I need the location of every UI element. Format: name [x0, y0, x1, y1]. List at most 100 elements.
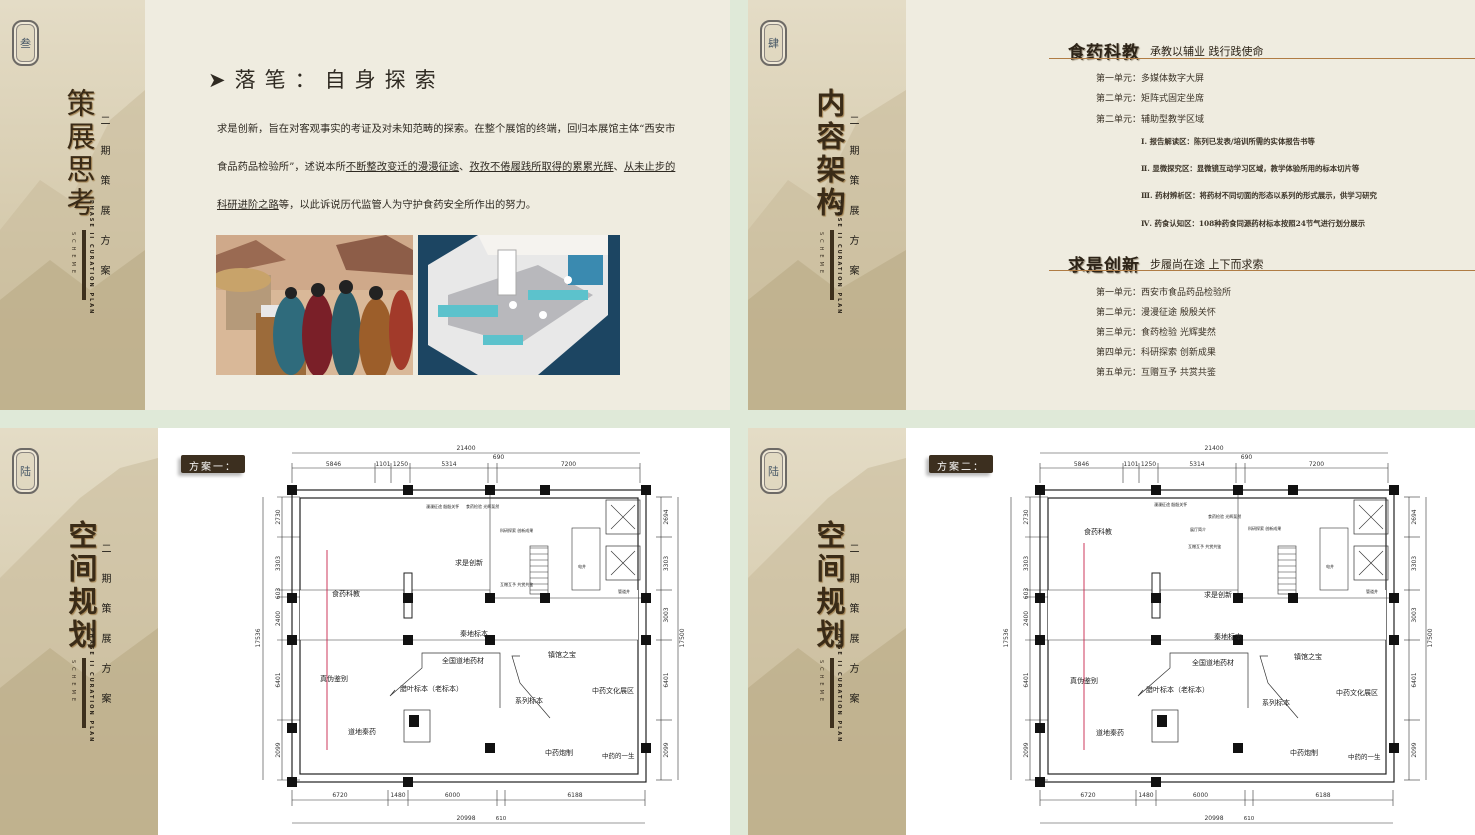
side-panel: 肆 内容架构 二期策展方案 PHASE II CURATION PLAN SCH…	[748, 0, 906, 410]
dimension-label: 7200	[1309, 461, 1324, 468]
dimension-label: 6720	[1080, 792, 1095, 799]
zone-label: 镇馆之宝	[1294, 652, 1322, 661]
section-badge: 肆	[760, 20, 787, 66]
section-subtitle: 步履尚在途 上下而求索	[1150, 258, 1264, 271]
unit-item: 第二单元：矩阵式固定坐席	[1096, 94, 1205, 104]
dimension-label: 2694	[663, 509, 670, 524]
zone-label: 食药检验 光辉斐然	[466, 503, 499, 509]
dimension-label: 3303	[275, 556, 282, 571]
zone-label: 中药的一生	[1348, 752, 1381, 761]
elevator-cross	[610, 550, 636, 576]
dimension-label: 6401	[1023, 672, 1030, 687]
column	[485, 743, 495, 753]
unit-item: 第五单元：互赠互予 共赏共鉴	[1096, 368, 1216, 378]
column	[287, 593, 297, 603]
unit-item: 第一单元：多媒体数字大屏	[1096, 74, 1205, 84]
zone-label: 中药的一生	[602, 751, 635, 760]
zone-label: 展厅简介	[1190, 526, 1206, 532]
para-highlight: 不断整改变迁的漫漫征途	[345, 161, 460, 173]
panel-scheme: SCHEME	[818, 660, 824, 706]
dimension-label: 6188	[567, 792, 582, 799]
column	[540, 485, 550, 495]
corridor	[300, 590, 638, 640]
divider-bar	[830, 230, 834, 300]
stairwell	[1277, 545, 1297, 595]
mountain-illustration	[0, 90, 145, 410]
elevator-shaft	[1353, 545, 1389, 581]
dimension-label: 2400	[1023, 611, 1030, 626]
panel-title: 空间规划	[812, 520, 846, 652]
showcase	[403, 709, 431, 743]
dimension-label: 610	[496, 816, 507, 822]
dimension-label: 17500	[1427, 628, 1434, 647]
zone-label: 管道井	[1366, 588, 1378, 594]
zone-label: 科研探索 创新成果	[500, 527, 533, 533]
zone-label: 中药文化展区	[592, 686, 634, 695]
para-sep: 、	[459, 161, 470, 173]
zone-label: 漫漫征途 殷殷关怀	[1154, 501, 1187, 507]
para-sep: 、	[613, 161, 624, 173]
zone-label: 中药炮制	[545, 748, 573, 757]
zone-label: 互赠互予 共赏共鉴	[500, 581, 533, 587]
dimension-label: 2099	[275, 742, 282, 757]
panel-english: PHASE II CURATION PLAN	[88, 200, 94, 316]
column	[1288, 485, 1298, 495]
zone-label: 中药文化展区	[1336, 688, 1378, 697]
panel-english: PHASE II CURATION PLAN	[836, 628, 842, 744]
panel-scheme: SCHEME	[818, 232, 824, 278]
panel-subtitle: 二期策展方案	[98, 115, 109, 295]
column	[1389, 743, 1399, 753]
unit-item: 第四单元：科研探索 创新成果	[1096, 348, 1216, 358]
divider-bar	[82, 230, 86, 300]
unit-item: 第二单元：漫漫征途 殷殷关怀	[1096, 308, 1216, 318]
column	[485, 485, 495, 495]
elevator-cross	[1358, 504, 1384, 530]
column	[1233, 743, 1243, 753]
column	[485, 593, 495, 603]
zone-label: 全国道地药材	[442, 656, 484, 665]
dimension-label: 6401	[275, 672, 282, 687]
dimension-label: 2099	[1411, 742, 1418, 757]
column	[287, 777, 297, 787]
showcase-item	[409, 715, 419, 727]
zone-label: 全国道地药材	[1192, 658, 1234, 667]
section-divider	[1049, 58, 1475, 59]
mountain-illustration	[0, 458, 158, 835]
panel-scheme: SCHEME	[70, 660, 76, 706]
dimension-label: 2400	[275, 611, 282, 626]
dimension-label: 7200	[561, 461, 576, 468]
column	[641, 593, 651, 603]
section-badge: 陆	[760, 448, 787, 494]
column	[1151, 777, 1161, 787]
elevator-shaft	[1353, 499, 1389, 535]
section-badge: 陆	[12, 448, 39, 494]
dimension-label: 6188	[1315, 792, 1330, 799]
dimension-label: 6401	[1411, 672, 1418, 687]
column	[1035, 635, 1045, 645]
column	[1035, 723, 1045, 733]
dimension-label: 5846	[1074, 461, 1089, 468]
mountain-illustration	[748, 90, 906, 410]
para-text: 等，以此诉说历代监管人为守护食药安全所作出的努力。	[278, 199, 537, 211]
dimension-label: 5314	[1189, 461, 1204, 468]
column	[1035, 777, 1045, 787]
dimension-label: 3303	[1411, 556, 1418, 571]
section-title: 求是创新	[1068, 256, 1140, 276]
side-panel: 陆 空间规划 二期策展方案 PHASE II CURATION PLAN SCH…	[0, 428, 158, 835]
para-highlight: 从未止步的科研进阶之路	[217, 161, 676, 211]
panel-subtitle: 二期策展方案	[847, 115, 858, 295]
dimension-label: 1101	[375, 461, 390, 468]
column	[1151, 485, 1161, 495]
mountain-illustration	[748, 458, 906, 835]
dimension-label: 1250	[393, 461, 408, 468]
shaft	[1319, 527, 1349, 591]
zone-label: 系列标本	[1262, 698, 1290, 707]
panel-english: PHASE II CURATION PLAN	[88, 628, 94, 744]
dimension-label: 2099	[1023, 742, 1030, 757]
dimension-label: 20998	[1204, 815, 1223, 822]
column	[1233, 635, 1243, 645]
dimension-label: 610	[1244, 816, 1255, 822]
dimension-label: 6401	[663, 672, 670, 687]
dimension-label: 3303	[1023, 556, 1030, 571]
